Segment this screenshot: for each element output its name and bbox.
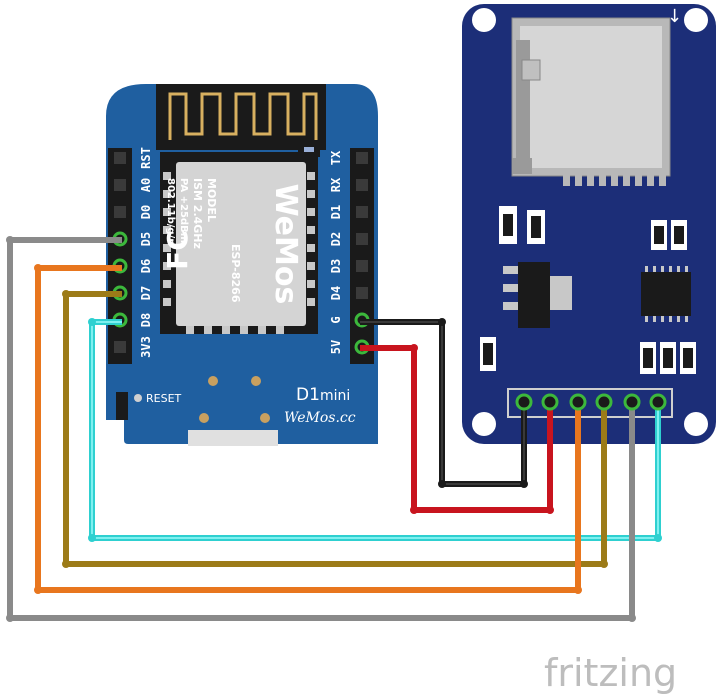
wemos-logo: WeMos [268,184,303,305]
pin-label-d5: D5 [139,232,153,246]
header-pin-a0[interactable] [114,179,126,191]
reset-pad [134,394,142,402]
mounting-hole [684,412,708,436]
header-pin-d2[interactable] [356,233,368,245]
module-label-block: FC [161,230,194,270]
header-pin-3v3[interactable] [114,341,126,353]
sd-pin-sck[interactable] [623,393,641,411]
pin-label-5v: 5V [329,340,343,354]
pin-label-d1: D1 [329,205,343,219]
pin-label-d7: D7 [139,286,153,300]
sd-pin-cs[interactable] [649,393,667,411]
pin-label-tx: TX [329,150,343,165]
pin-label-d6: D6 [139,259,153,273]
pin-label-3v3: 3V3 [139,336,153,358]
via-hole [199,413,209,423]
fritzing-watermark: fritzing [544,651,677,695]
via-hole [260,413,270,423]
sd-pin-miso[interactable] [569,393,587,411]
pin-label-rst: RST [139,147,153,169]
mounting-hole [472,412,496,436]
wires [6,236,662,622]
header-pin-d4[interactable] [356,287,368,299]
pin-label-d3: D3 [329,259,343,273]
header-pin-tx[interactable] [356,152,368,164]
via-hole [251,376,261,386]
sd-card-module: ↓ [462,4,716,444]
reset-button[interactable] [116,392,128,420]
insert-arrow-icon: ↓ [667,6,682,27]
board-name: D1 [296,385,320,405]
board-name-suffix: mini [320,388,350,404]
pin-label-d8: D8 [139,313,153,327]
pin-label-rx: RX [329,177,343,192]
module-band-label: ISM 2.4GHz [191,178,204,249]
slot-contacts [563,170,666,186]
usb-connector [188,430,278,446]
mounting-hole [472,8,496,32]
header-pin-d3[interactable] [356,260,368,272]
reset-label: RESET [146,392,182,405]
module-power-label: PA +25dBm [178,178,189,243]
header-pin-d1[interactable] [356,206,368,218]
pin-label-d2: D2 [329,232,343,246]
brand-url: WeMos.cc [284,410,356,426]
sd-pin-mosi[interactable] [595,393,613,411]
header-pin-d0[interactable] [114,206,126,218]
sd-pin-vcc[interactable] [541,393,559,411]
header-pin-rst[interactable] [114,152,126,164]
via-hole [208,376,218,386]
wemos-d1-mini-board: FC MODEL ISM 2.4GHz PA +25dBm 802.11b/g/… [106,84,378,446]
sd-header-pins [515,393,667,411]
fc-mark: FC [161,230,194,270]
header-pin-rx[interactable] [356,179,368,191]
mounting-hole [684,8,708,32]
sd-card-slot [511,17,671,177]
pin-label-d4: D4 [329,286,343,300]
module-model-value: ESP-8266 [229,244,242,303]
pin-label-g: G [329,316,343,323]
esp8266-module [160,152,318,334]
pin-label-a0: A0 [139,178,153,192]
module-wifi-label: 802.11b/g/n [165,178,176,245]
pin-label-d0: D0 [139,205,153,219]
module-model-label: MODEL [205,178,218,222]
sd-header [507,388,673,418]
smd-resistors [480,206,696,374]
sd-pin-gnd[interactable] [515,393,533,411]
pcb-antenna [156,84,326,150]
voltage-regulator [503,262,572,328]
ic-chip [641,266,691,322]
